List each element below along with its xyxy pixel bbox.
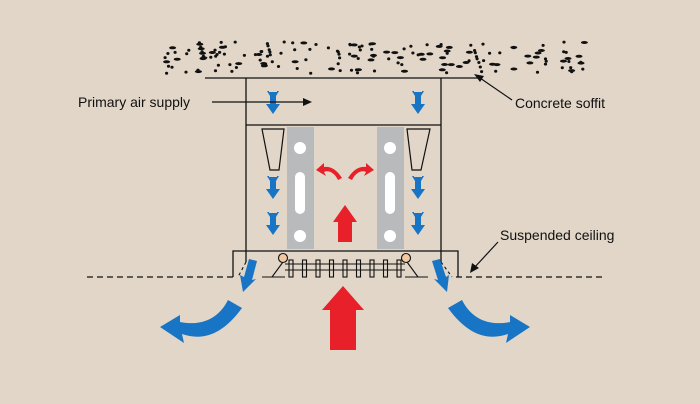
grille-slot xyxy=(315,259,321,278)
label-primary-air-supply: Primary air supply xyxy=(78,94,190,110)
grille-slot xyxy=(369,259,375,278)
concrete-soffit xyxy=(163,40,588,75)
cooling-coil-left xyxy=(287,127,314,249)
diffuser-grille xyxy=(237,252,453,278)
cooling-coil-right xyxy=(377,127,404,249)
soffit-leader xyxy=(479,77,513,101)
grille-slot xyxy=(355,259,362,278)
induced-air-arrows xyxy=(316,163,374,350)
discharge-arrows xyxy=(160,259,530,343)
label-suspended-ceiling: Suspended ceiling xyxy=(500,227,614,243)
beam-housing xyxy=(232,78,459,277)
grille-slot xyxy=(382,259,389,278)
grille-slot xyxy=(342,259,348,278)
grille-slot xyxy=(396,259,402,278)
grille-slot xyxy=(301,259,308,278)
label-concrete-soffit: Concrete soffit xyxy=(515,95,605,111)
grille-slot xyxy=(288,259,294,278)
nozzle-right xyxy=(406,128,431,171)
ceiling-leader xyxy=(473,241,499,269)
nozzle-left xyxy=(261,128,285,171)
grille-slot xyxy=(328,259,335,278)
